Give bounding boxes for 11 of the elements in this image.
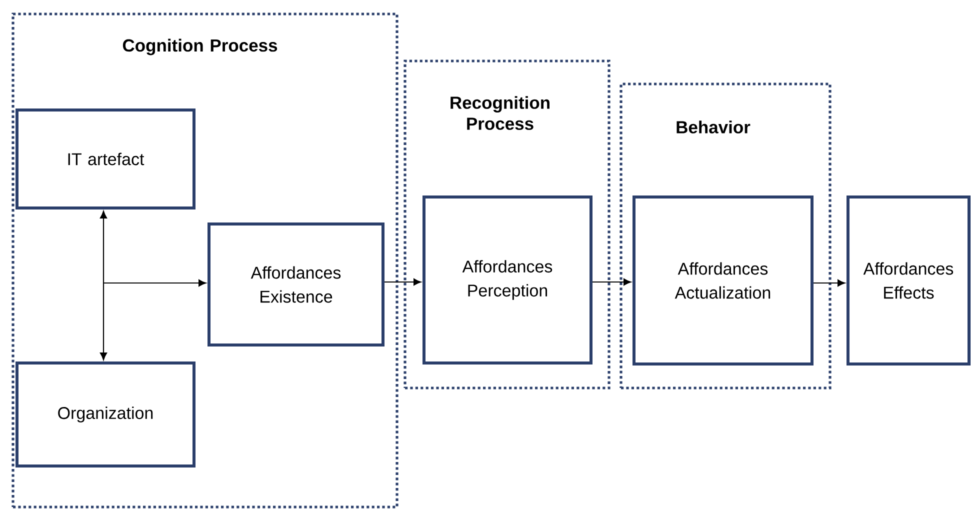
process-box: Organization — [16, 362, 196, 468]
arrow — [592, 278, 632, 286]
process-box: IT artefact — [16, 108, 196, 210]
process-box: Affordances Actualization — [632, 196, 814, 366]
process-box: Affordances Effects — [846, 196, 970, 366]
arrow — [814, 280, 846, 286]
arrow — [384, 278, 422, 286]
arrow — [100, 210, 107, 360]
process-box: Affordances Existence — [208, 222, 384, 346]
arrow — [104, 280, 206, 286]
process-box: Affordances Perception — [422, 196, 592, 364]
